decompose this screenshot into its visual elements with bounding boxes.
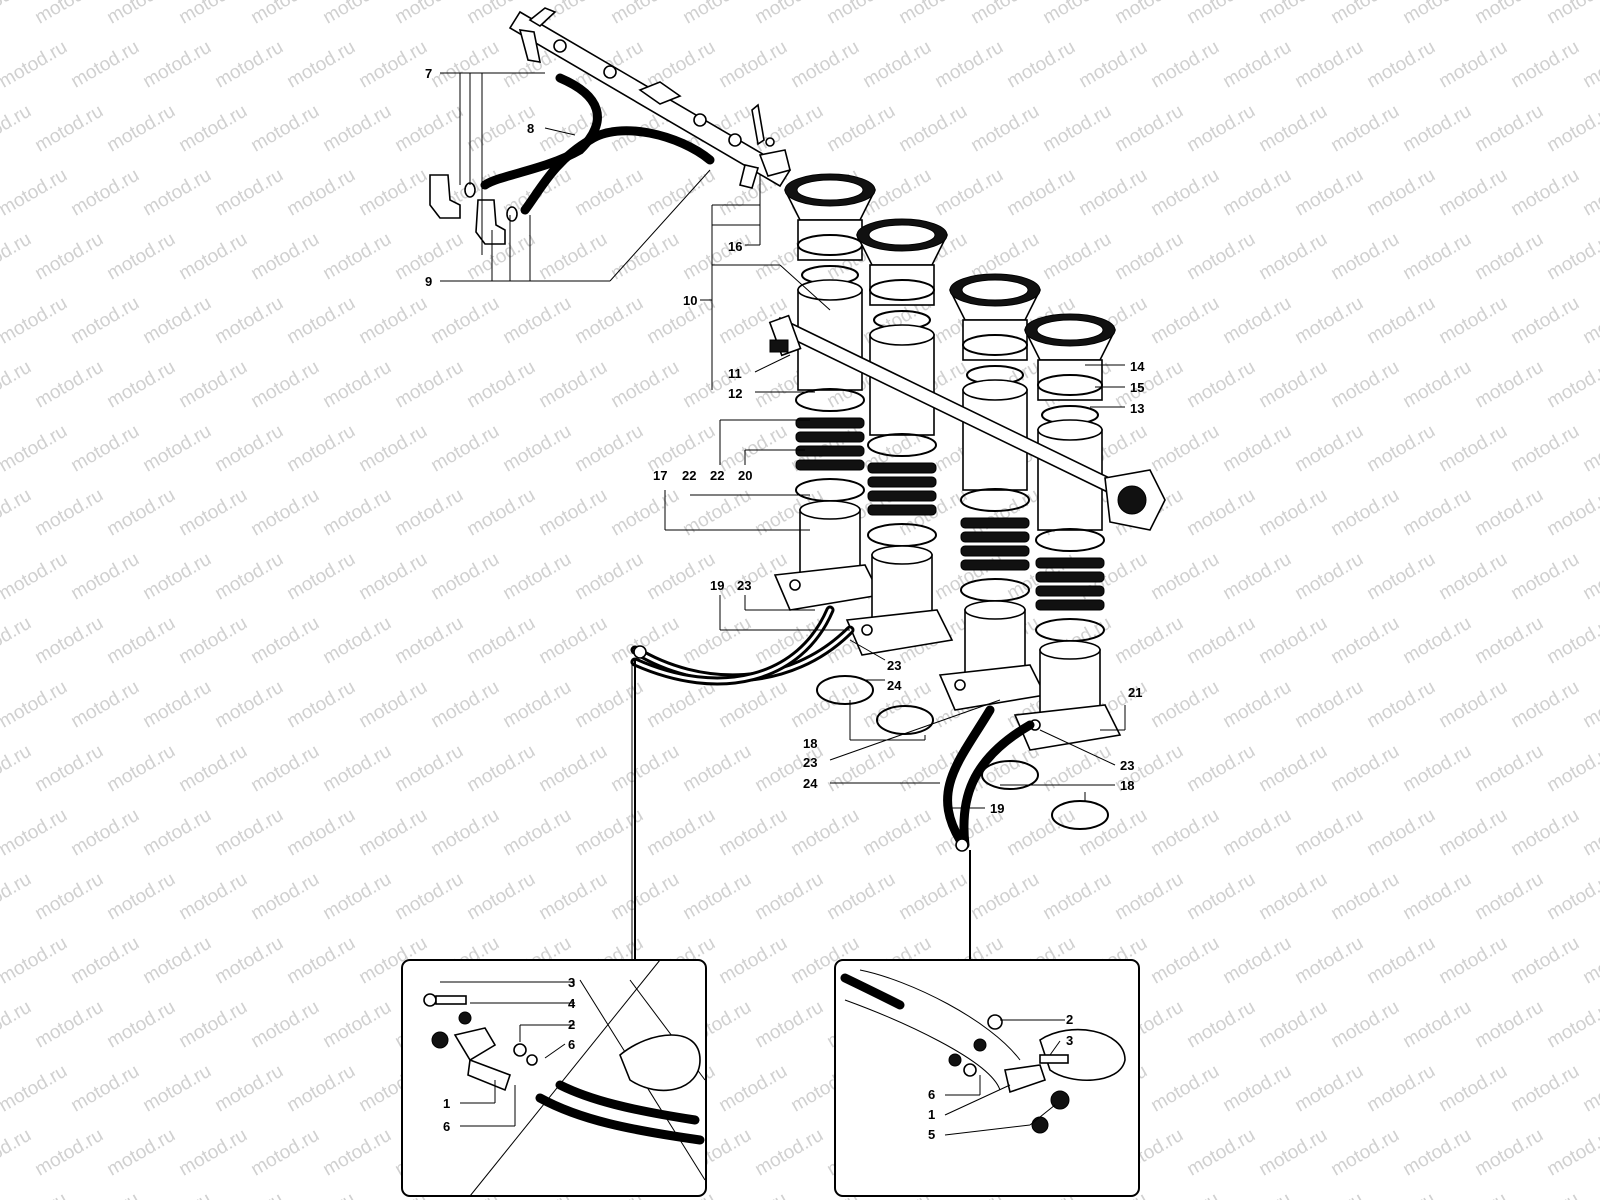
inset-left-callout-3: 3 [568,975,575,990]
flange-bolt-hole [861,624,873,636]
callout-21: 21 [1128,685,1142,700]
collar-ring [962,334,1028,356]
callout-15: 15 [1130,380,1144,395]
trumpet-bore [868,224,936,246]
callout-20: 20 [738,468,752,483]
callout-14: 14 [1130,359,1145,374]
inset-left-callout-6a: 6 [568,1037,575,1052]
callout-23d: 23 [1120,758,1134,773]
callout-19b: 19 [990,801,1004,816]
callout-12: 12 [728,386,742,401]
inset-right-callout-1: 1 [928,1107,935,1122]
inset-right-panel [834,959,1140,1197]
callout-23c: 23 [803,755,817,770]
rubber-boot-rib [867,462,937,474]
inset-right-callout-2: 2 [1066,1012,1073,1027]
vacuum-hoses [630,605,1035,852]
inset-right-callout-6: 6 [928,1087,935,1102]
clamp-band [795,478,865,502]
clamp-band [1035,528,1105,552]
callout-13: 13 [1130,401,1144,416]
fuel-rail [508,7,792,189]
trumpet-bore [796,179,864,201]
inset-left-callout-6b: 6 [443,1119,450,1134]
callout-17: 17 [653,468,667,483]
rubber-boot-rib [1035,599,1105,611]
callout-16: 16 [728,239,742,254]
clamp-band [1035,618,1105,642]
clamp-band [960,578,1030,602]
clamp-band [867,433,937,457]
throttle-body-top [962,379,1028,401]
rubber-boot-rib [960,559,1030,571]
callout-18a: 18 [803,736,817,751]
manifold-top [964,600,1026,620]
rubber-boot-rib [1035,585,1105,597]
rubber-boot-rib [1035,571,1105,583]
inset-right-callout-5: 5 [928,1127,935,1142]
collar-ring [1037,374,1103,396]
rubber-boot-rib [960,545,1030,557]
trumpet-bore [1036,319,1104,341]
rubber-boot-rib [960,531,1030,543]
manifold-top [1039,640,1101,660]
manifold-top [871,545,933,565]
callout-24b: 24 [803,776,818,791]
flange-bolt-hole [954,679,966,691]
rubber-boot-rib [867,490,937,502]
rubber-boot-rib [1035,557,1105,569]
rubber-boot-rib [795,445,865,457]
callout-11: 11 [728,366,742,381]
rubber-boot-rib [795,431,865,443]
callout-24a: 24 [887,678,902,693]
throttle-body-top [869,324,935,346]
callout-7: 7 [425,66,432,81]
flange-bolt-hole [789,579,801,591]
callout-8: 8 [527,121,534,136]
callout-22b: 22 [710,468,724,483]
rubber-boot-rib [867,476,937,488]
callout-19a: 19 [710,578,724,593]
clamp-band [795,388,865,412]
manifold-flange [1013,704,1122,751]
trumpet-bore [961,279,1029,301]
inset-left-panel [401,959,707,1197]
callout-18b: 18 [1120,778,1134,793]
callout-labels: 7 8 9 10 11 12 13 14 15 16 17 18 18 19 1… [425,66,1145,1142]
inset-left-callout-2: 2 [568,1017,575,1032]
rubber-boot-rib [795,417,865,429]
inset-left-callout-4: 4 [568,996,576,1011]
throttle-shaft [768,314,1166,531]
leader-lines [440,72,1126,960]
collar-ring [869,279,935,301]
fuel-hoses [429,73,715,245]
clamp-band [867,523,937,547]
callout-9: 9 [425,274,432,289]
rubber-boot-rib [795,459,865,471]
callout-10: 10 [683,293,697,308]
clamp-band [960,488,1030,512]
rubber-boot-rib [960,517,1030,529]
callout-22a: 22 [682,468,696,483]
rubber-boot-rib [867,504,937,516]
throttle-body-top [1037,419,1103,441]
manifold-top [799,500,861,520]
manifold-flange [845,609,954,656]
inset-left-callout-1: 1 [443,1096,450,1111]
callout-23b: 23 [887,658,901,673]
callout-23a: 23 [737,578,751,593]
inset-right-callout-3: 3 [1066,1033,1073,1048]
